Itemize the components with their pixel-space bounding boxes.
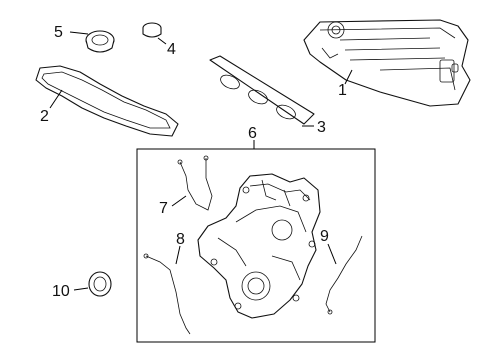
oil-cap-part — [85, 30, 115, 53]
callout-10: 10 — [52, 283, 70, 300]
callout-4: 4 — [167, 41, 176, 58]
leader-9 — [327, 243, 337, 265]
callout-2: 2 — [40, 108, 49, 125]
seal-part — [142, 22, 162, 38]
valve-cover-gasket-part — [35, 65, 179, 137]
leader-2 — [49, 89, 63, 109]
callout-5: 5 — [54, 24, 63, 41]
callout-7: 7 — [159, 200, 168, 217]
group-box — [136, 148, 376, 343]
gasket-7-part — [177, 155, 213, 211]
callout-8: 8 — [176, 231, 185, 248]
valve-cover-part — [303, 19, 471, 107]
timing-cover-part — [197, 173, 321, 319]
leader-10 — [73, 287, 89, 291]
callout-9: 9 — [320, 228, 329, 245]
leader-4 — [157, 37, 167, 45]
gasket-9-part — [325, 235, 363, 315]
callout-6: 6 — [248, 125, 257, 142]
leader-8 — [175, 245, 181, 265]
gasket-8-part — [143, 253, 191, 335]
callout-1: 1 — [338, 82, 347, 99]
tube-seals-part — [209, 55, 315, 125]
callout-3: 3 — [317, 119, 326, 136]
leader-1 — [344, 69, 353, 85]
leader-7 — [171, 195, 187, 207]
leader-5 — [69, 31, 89, 35]
crank-seal-part — [88, 271, 112, 297]
